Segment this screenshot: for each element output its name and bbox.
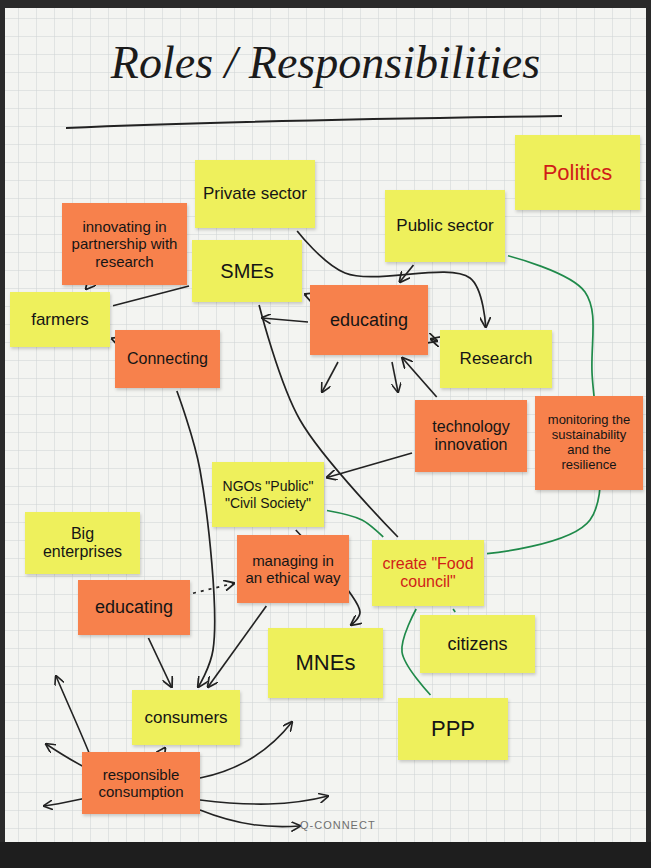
connector — [453, 609, 455, 612]
sticky-note: managing in an ethical way — [237, 535, 349, 603]
note-text: farmers — [31, 310, 89, 330]
note-text: Politics — [543, 160, 613, 185]
sticky-note: educating — [310, 285, 428, 355]
sticky-note: NGOs "Public" "Civil Society" — [212, 462, 324, 527]
sticky-note: PPP — [398, 698, 508, 760]
note-text: responsible consumption — [88, 766, 194, 801]
note-text: managing in an ethical way — [243, 552, 343, 587]
note-text: innovating in partnership with research — [68, 218, 181, 270]
sticky-note: innovating in partnership with research — [62, 203, 187, 285]
note-text: PPP — [431, 716, 475, 741]
note-text: Research — [460, 349, 533, 369]
connector — [113, 286, 189, 306]
connector — [112, 338, 113, 340]
sticky-note: Connecting — [115, 330, 220, 388]
connector — [305, 293, 307, 296]
note-text: citizens — [447, 634, 507, 655]
note-text: Connecting — [127, 350, 208, 368]
note-text: create "Food council" — [378, 555, 478, 592]
connector — [208, 606, 266, 687]
chart-title: Roles / Responsibilities — [0, 36, 651, 89]
connector — [177, 391, 215, 687]
note-text: SMEs — [220, 260, 273, 283]
sticky-note: monitoring the sustainability and the re… — [535, 396, 643, 490]
sticky-note: technology innovation — [415, 400, 527, 472]
sticky-note: Research — [440, 330, 552, 388]
note-text: technology innovation — [421, 418, 521, 455]
connector — [402, 358, 436, 397]
sticky-note: SMEs — [192, 240, 302, 302]
sticky-note: Big enterprises — [25, 512, 140, 574]
note-text: educating — [330, 310, 408, 331]
sticky-note: farmers — [10, 292, 110, 347]
note-text: educating — [95, 597, 173, 618]
connector — [327, 511, 383, 537]
note-text: consumers — [144, 708, 227, 728]
note-text: MNEs — [296, 650, 356, 675]
connector — [85, 288, 88, 289]
note-text: Big enterprises — [31, 525, 134, 562]
note-text: Private sector — [203, 184, 307, 204]
sticky-note: create "Food council" — [372, 540, 484, 606]
note-text: NGOs "Public" "Civil Society" — [218, 478, 318, 510]
note-text: monitoring the sustainability and the re… — [541, 413, 637, 473]
sticky-note: Public sector — [385, 190, 505, 262]
connector — [431, 339, 437, 341]
brand-label: Q-CONNECT — [300, 819, 376, 831]
sticky-note: Politics — [515, 135, 640, 210]
connector — [193, 583, 234, 593]
sticky-note: Private sector — [195, 160, 315, 228]
connector — [400, 265, 414, 282]
sticky-note: citizens — [420, 615, 535, 673]
sticky-note: MNEs — [268, 628, 383, 698]
note-text: Public sector — [396, 216, 493, 236]
sticky-note: educating — [78, 580, 190, 635]
sticky-note: consumers — [132, 690, 240, 745]
connector — [164, 748, 166, 749]
sticky-note: responsible consumption — [82, 752, 200, 814]
connector — [148, 638, 171, 687]
